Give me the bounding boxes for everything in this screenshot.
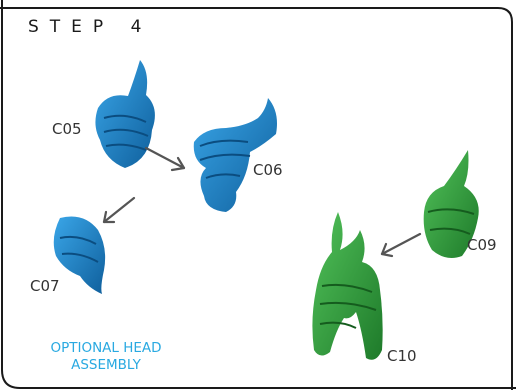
assembly-arrow-icon	[104, 198, 134, 222]
part-label-c06: C06	[253, 161, 283, 179]
assembly-arrow-icon	[146, 148, 184, 170]
assembly-arrow-icon	[382, 234, 420, 256]
part-c05-shape	[95, 60, 154, 168]
optional-assembly-note: OPTIONAL HEAD ASSEMBLY	[30, 340, 182, 374]
part-c07-shape	[54, 217, 105, 295]
part-label-c10: C10	[387, 347, 417, 365]
part-label-c05: C05	[52, 120, 82, 138]
part-label-c07: C07	[30, 277, 60, 295]
part-c06-shape	[194, 98, 277, 212]
part-label-c09: C09	[467, 236, 497, 254]
note-line-2: ASSEMBLY	[30, 357, 182, 374]
part-c10-shape	[312, 212, 382, 360]
note-line-1: OPTIONAL HEAD	[30, 340, 182, 357]
